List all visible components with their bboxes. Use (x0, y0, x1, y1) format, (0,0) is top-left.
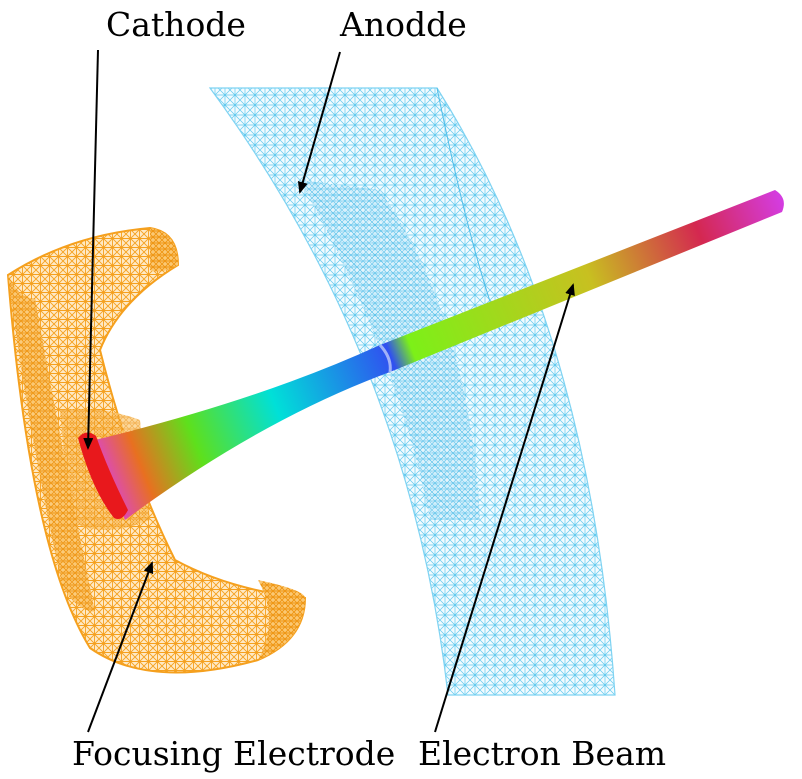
anode-label: Anodde (340, 5, 467, 44)
anode-arrow (297, 51, 341, 194)
electron-beam (95, 190, 784, 520)
beam-neck (378, 343, 392, 373)
cathode-surface (78, 432, 128, 519)
focusing-electrode-arrow (87, 561, 154, 733)
cathode-label: Cathode (106, 5, 246, 44)
cathode-arrow (83, 49, 99, 450)
electron-beam-label: Electron Beam (418, 734, 667, 773)
focusing-electrode-label: Focusing Electrode (72, 734, 396, 773)
electron-beam-arrow (434, 283, 575, 733)
